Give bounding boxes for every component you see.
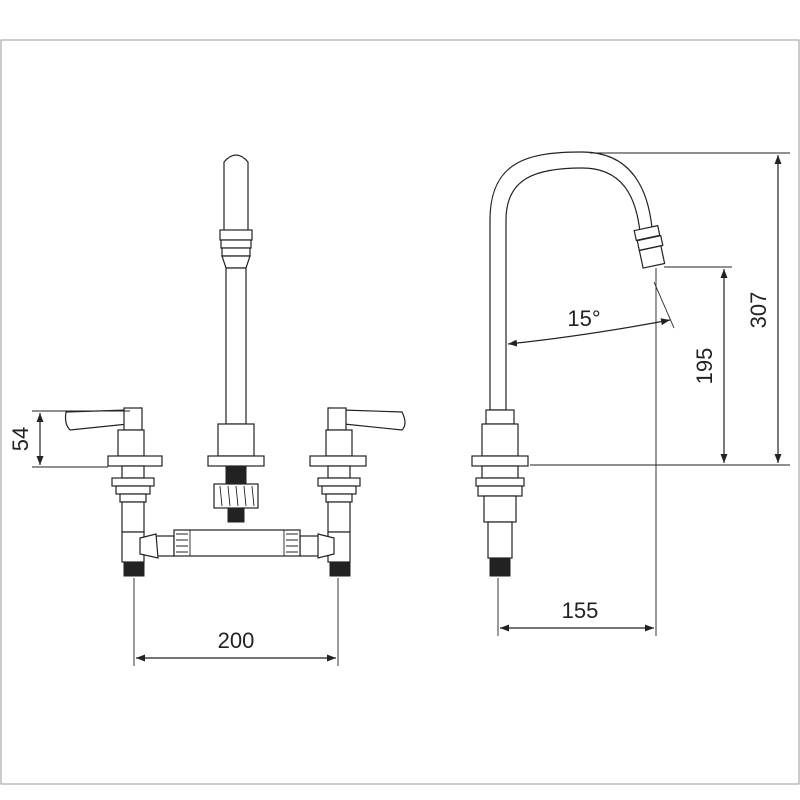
- side-gooseneck-spout: [489, 151, 666, 411]
- front-connecting-pipe: [139, 529, 335, 559]
- dim-200: 200: [133, 578, 339, 666]
- dim-195: 195: [530, 266, 790, 466]
- side-body: [471, 409, 529, 577]
- drawing-frame: [0, 39, 800, 785]
- front-right-valve: [309, 407, 406, 577]
- side-view: 15° 155 195 307: [471, 151, 790, 636]
- dim-label-15-degree: 15°: [567, 306, 600, 331]
- dim-307: 307: [590, 152, 790, 463]
- front-left-valve: [64, 407, 163, 577]
- dim-label-200: 200: [218, 628, 255, 653]
- dim-155: 155: [500, 598, 654, 632]
- front-view: 54 200: [8, 154, 406, 666]
- front-spout: [207, 154, 265, 523]
- dim-label-155: 155: [562, 598, 599, 623]
- dim-15-degree: 15°: [507, 281, 675, 347]
- dim-label-195: 195: [692, 348, 717, 385]
- dim-54: 54: [8, 410, 130, 468]
- dim-label-54: 54: [8, 427, 33, 451]
- dim-label-307: 307: [746, 292, 771, 329]
